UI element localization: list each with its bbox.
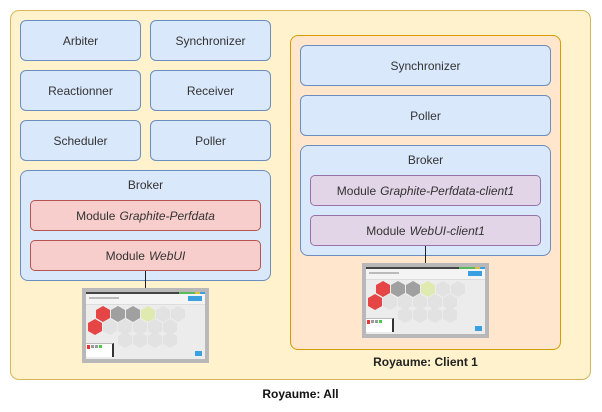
webui-screen — [86, 292, 205, 359]
hex-host-down-icon — [96, 306, 110, 322]
realm-all-label: Royaume: All — [262, 387, 339, 401]
broker-title: Broker — [407, 153, 444, 167]
webui-header — [86, 294, 205, 305]
hex-empty-icon — [133, 319, 147, 335]
realm-client1-label: Royaume: Client 1 — [373, 355, 478, 369]
hex-empty-icon — [428, 294, 442, 310]
daemon-label: Receiver — [186, 83, 235, 98]
hex-empty-icon — [428, 307, 442, 323]
hex-host-unknown-icon — [406, 281, 420, 297]
daemon-label: Arbiter — [62, 33, 99, 48]
hex-empty-icon — [148, 332, 162, 348]
hex-empty-icon — [118, 332, 132, 348]
hex-empty-icon — [413, 307, 427, 323]
daemon-synchronizer[interactable]: Synchronizer — [150, 20, 271, 61]
hex-empty-icon — [451, 281, 465, 297]
daemon-arbiter[interactable]: Arbiter — [20, 20, 141, 61]
daemon-receiver[interactable]: Receiver — [150, 70, 271, 111]
hex-empty-icon — [133, 332, 147, 348]
hex-empty-icon — [103, 319, 117, 335]
module-name: Graphite-Perfdata-client1 — [380, 183, 515, 198]
hex-empty-icon — [156, 306, 170, 322]
daemon-poller[interactable]: Poller — [150, 120, 271, 161]
hex-host-down-icon — [368, 294, 382, 310]
hex-empty-icon — [398, 307, 412, 323]
hex-empty-icon — [443, 307, 457, 323]
hex-empty-icon — [436, 281, 450, 297]
hex-empty-icon — [163, 332, 177, 348]
module-name: Graphite-Perfdata — [119, 208, 215, 223]
hex-host-ok-icon — [141, 306, 155, 322]
webui-corner-button — [475, 326, 482, 331]
hex-host-down-icon — [376, 281, 390, 297]
hex-empty-icon — [171, 306, 185, 322]
webui-side-panel — [366, 318, 394, 332]
broker-title: Broker — [127, 178, 164, 192]
webui-side-panel — [86, 343, 114, 357]
hex-host-unknown-icon — [111, 306, 125, 322]
daemon-label: Synchronizer — [390, 58, 461, 73]
webui-topbar — [86, 292, 205, 294]
webui-screen — [366, 267, 485, 334]
module-prefix: Module — [76, 208, 116, 223]
hex-host-ok-icon — [421, 281, 435, 297]
hex-empty-icon — [443, 294, 457, 310]
hex-empty-icon — [148, 319, 162, 335]
webui-screenshot-thumbnail — [82, 288, 209, 363]
module-prefix: Module — [336, 183, 377, 198]
daemon-label: Poller — [195, 133, 226, 148]
connector-line — [145, 271, 146, 288]
client1-daemon-synchronizer[interactable]: Synchronizer — [300, 45, 551, 86]
webui-header — [366, 269, 485, 280]
hex-host-unknown-icon — [391, 281, 405, 297]
module-name: WebUI — [148, 248, 186, 263]
module-prefix: Module — [105, 248, 145, 263]
daemon-label: Synchronizer — [175, 33, 246, 48]
daemon-label: Reactionner — [48, 83, 113, 98]
daemon-scheduler[interactable]: Scheduler — [20, 120, 141, 161]
webui-topbar — [366, 267, 485, 269]
hex-empty-icon — [163, 319, 177, 335]
webui-corner-button — [195, 351, 202, 356]
daemon-label: Scheduler — [53, 133, 108, 148]
connector-line — [425, 246, 426, 263]
daemon-reactionner[interactable]: Reactionner — [20, 70, 141, 111]
module-prefix: Module — [366, 223, 406, 238]
hex-host-down-icon — [88, 319, 102, 335]
hex-empty-icon — [413, 294, 427, 310]
webui-client1-screenshot-thumbnail — [362, 263, 489, 338]
hex-host-unknown-icon — [126, 306, 140, 322]
client1-daemon-poller[interactable]: Poller — [300, 95, 551, 136]
module-name: WebUI-client1 — [409, 223, 485, 238]
daemon-label: Poller — [410, 108, 441, 123]
hex-empty-icon — [118, 319, 132, 335]
hex-empty-icon — [383, 294, 397, 310]
hex-empty-icon — [398, 294, 412, 310]
